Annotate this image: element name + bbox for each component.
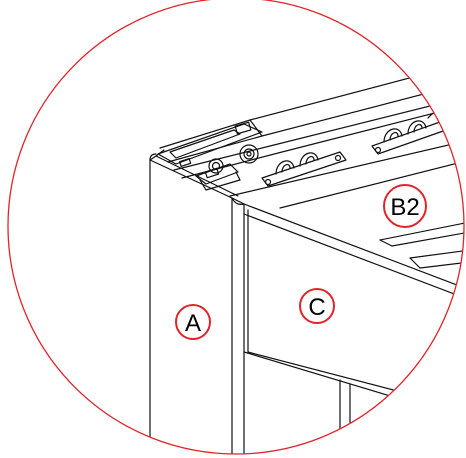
label-c: C — [299, 288, 335, 324]
label-a: A — [175, 304, 211, 340]
label-a-ring — [175, 304, 211, 340]
label-c-text: C — [308, 294, 325, 321]
label-a-text: A — [185, 310, 201, 337]
label-b2-text: B2 — [390, 194, 419, 221]
interior-rails — [229, 139, 464, 269]
cabinet-linework — [149, 61, 464, 454]
label-c-ring — [299, 288, 335, 324]
round-fasteners — [208, 144, 259, 174]
panel-c — [243, 203, 464, 454]
detail-callout-circle — [7, 0, 465, 455]
label-b2-ring — [383, 184, 427, 228]
saddle-clip-1 — [261, 151, 347, 187]
label-b2: B2 — [383, 184, 427, 228]
